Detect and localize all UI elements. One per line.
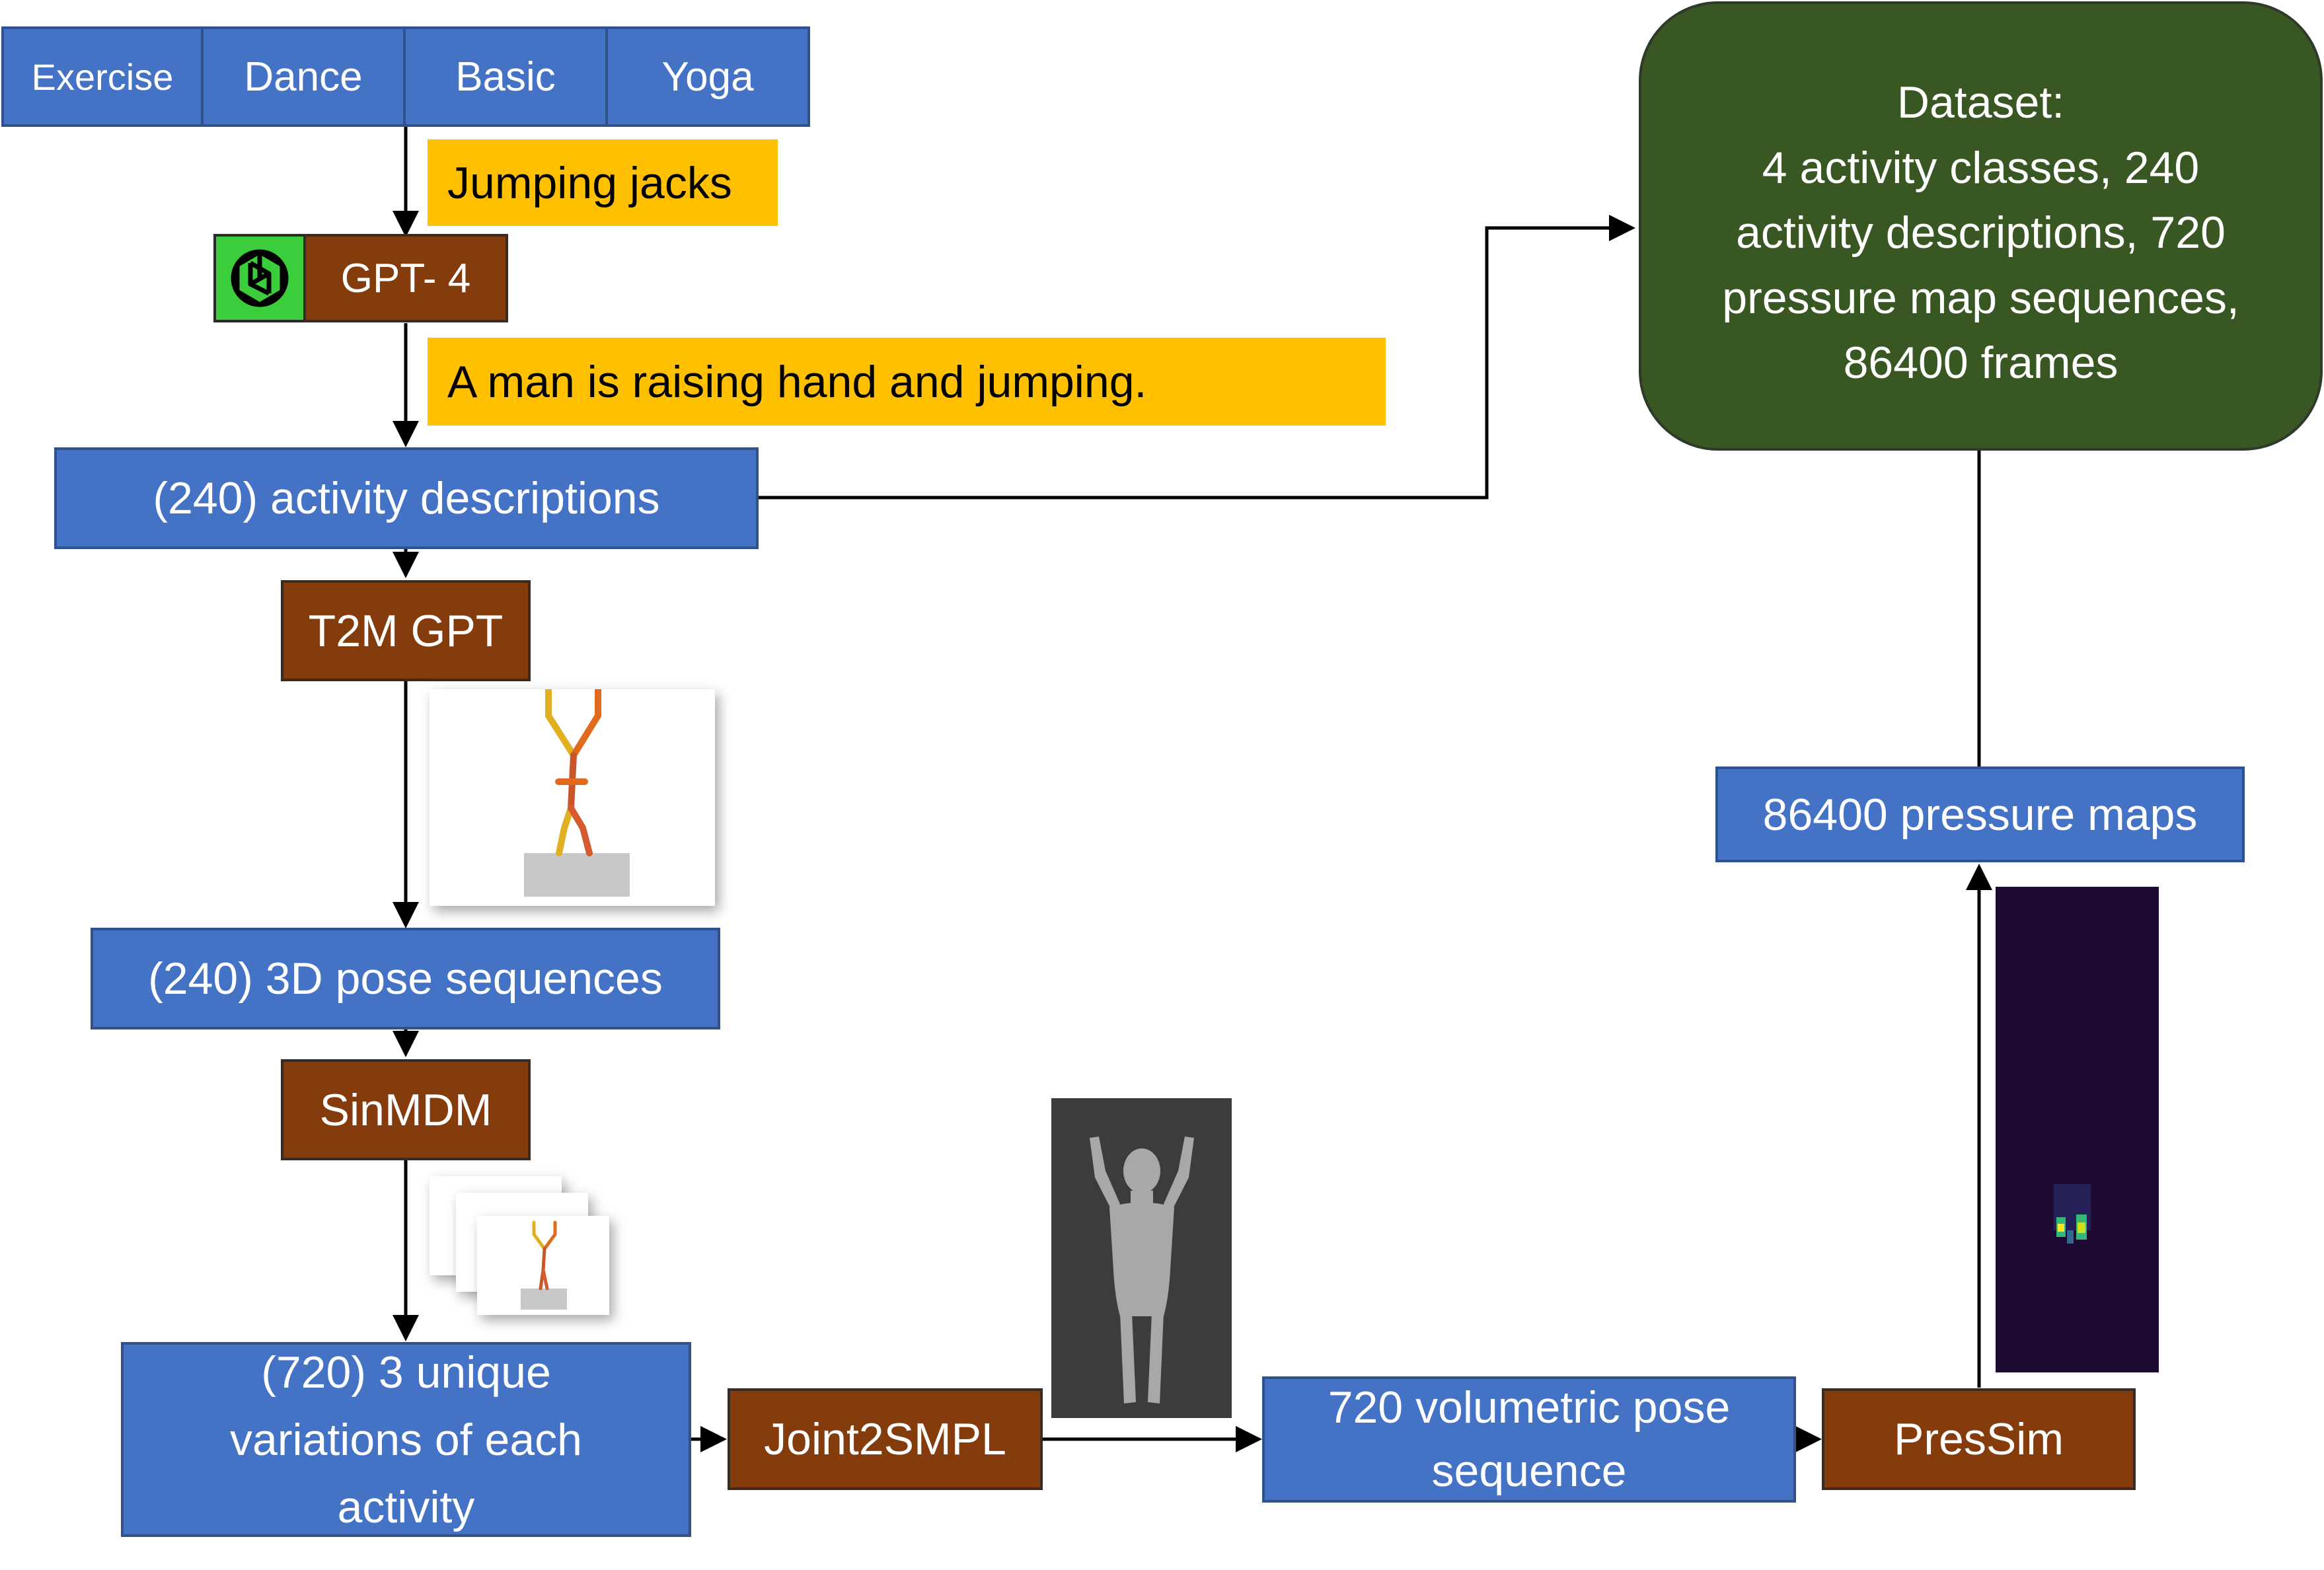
unique-variations-box: (720) 3 unique variations of each activi… bbox=[121, 1342, 691, 1537]
volumetric-pose-box: 720 volumetric pose sequence bbox=[1262, 1376, 1796, 1503]
joint2smpl-box: Joint2SMPL bbox=[728, 1388, 1043, 1490]
pressure-maps-box: 86400 pressure maps bbox=[1715, 766, 2245, 862]
stick-figure-image bbox=[430, 686, 715, 906]
category-yoga: Yoga bbox=[605, 26, 810, 127]
example-description-label: A man is raising hand and jumping. bbox=[428, 338, 1386, 426]
pressim-box: PresSim bbox=[1822, 1388, 2136, 1490]
gpt4-box: GPT- 4 bbox=[303, 234, 508, 322]
category-exercise: Exercise bbox=[1, 26, 204, 127]
variation-image-3 bbox=[477, 1216, 609, 1315]
pose-sequences-box: (240) 3D pose sequences bbox=[91, 928, 720, 1029]
openai-logo-icon bbox=[213, 234, 306, 322]
t2m-gpt-box: T2M GPT bbox=[281, 580, 531, 681]
example-activity-label: Jumping jacks bbox=[428, 139, 778, 226]
dataset-box: Dataset: 4 activity classes, 240 activit… bbox=[1639, 1, 2323, 451]
pressure-map-image bbox=[1996, 887, 2159, 1372]
smpl-mesh-image bbox=[1051, 1098, 1232, 1418]
sinmdm-box: SinMDM bbox=[281, 1059, 531, 1160]
activity-descriptions-box: (240) activity descriptions bbox=[54, 447, 759, 549]
category-dance: Dance bbox=[201, 26, 406, 127]
category-basic: Basic bbox=[403, 26, 608, 127]
